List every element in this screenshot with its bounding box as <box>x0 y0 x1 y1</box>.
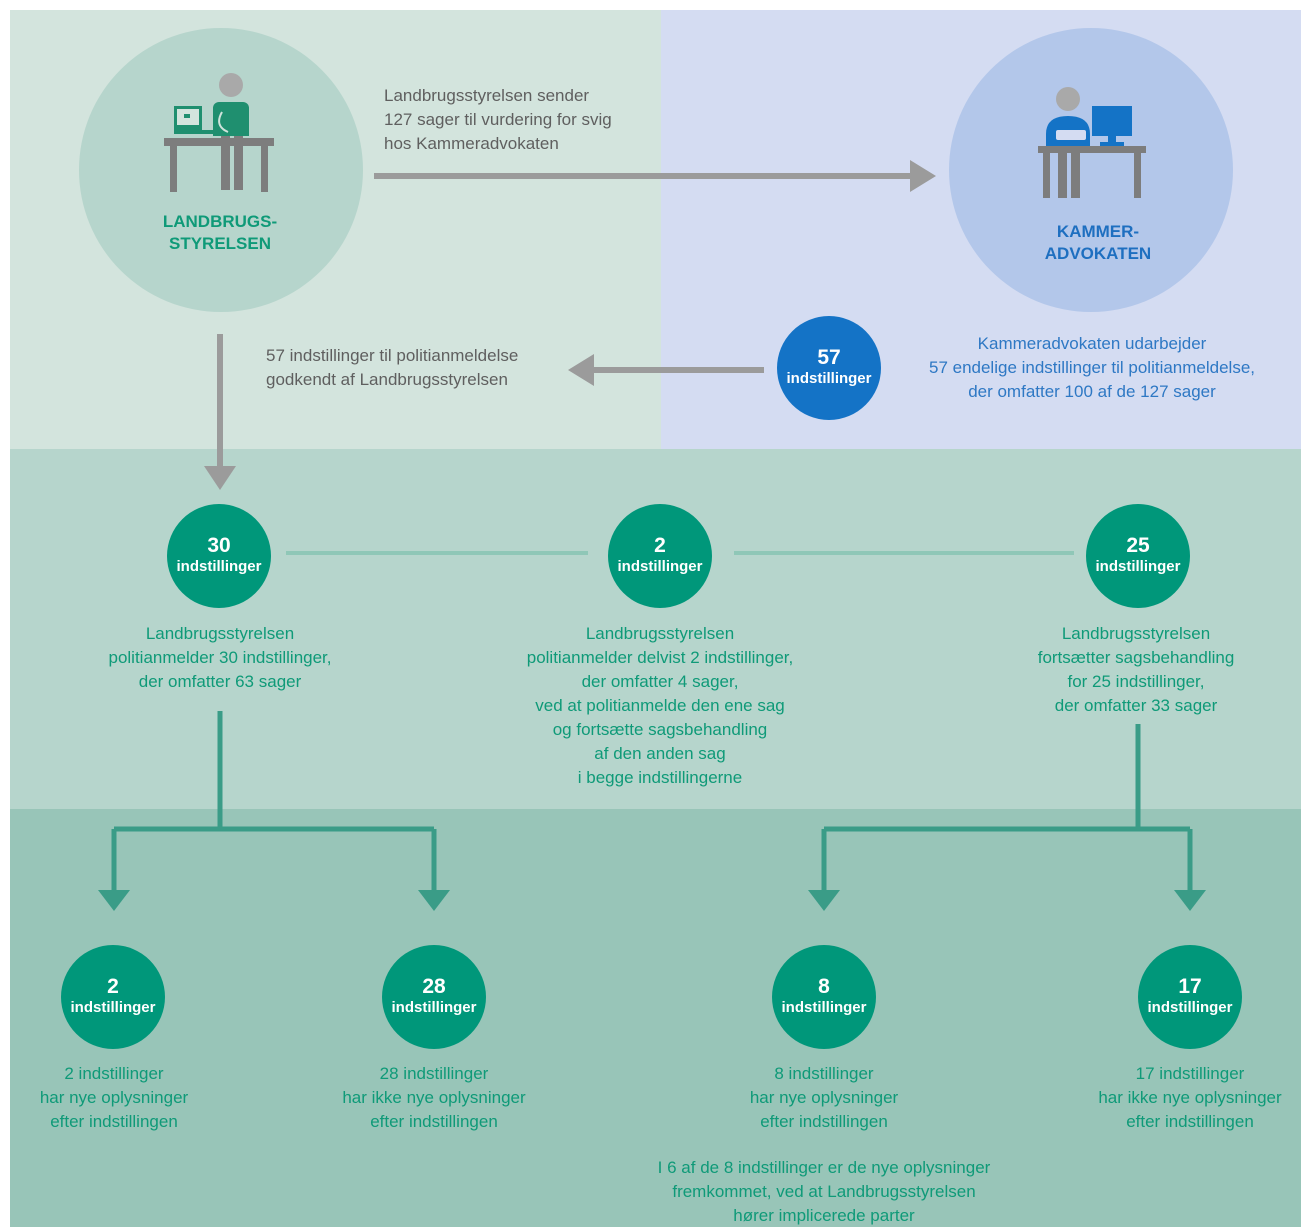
decision-text-2: Landbrugsstyrelsen politianmelder delvis… <box>526 624 794 787</box>
kammeradvokaten-text: Kammeradvokaten udarbejder 57 endelige i… <box>928 334 1256 401</box>
arrowhead-to-28 <box>418 890 450 911</box>
badge-value: 25 <box>1126 534 1150 557</box>
badge-unit: indstillinger <box>617 558 703 575</box>
branch-right <box>821 724 1193 890</box>
kammeradvokaten-label: KAMMER- ADVOKATEN <box>1044 222 1152 263</box>
decision-text-30: Landbrugsstyrelsen politianmelder 30 ind… <box>108 624 332 691</box>
arrowhead-to-17 <box>1174 890 1206 911</box>
arrowhead-to-8 <box>808 890 840 911</box>
decision-badge-30: 30 indstillinger <box>167 504 271 608</box>
badge-value: 57 <box>817 346 841 369</box>
outcome-badge-2: 2 indstillinger <box>61 945 165 1049</box>
badge-unit: indstillinger <box>781 999 867 1016</box>
badge-value: 17 <box>1178 975 1202 998</box>
outcome-badge-17: 17 indstillinger <box>1138 945 1242 1049</box>
outcome-text-2: 2 indstillinger har nye oplysninger efte… <box>39 1064 189 1131</box>
kammeradvokaten-circle <box>949 28 1233 312</box>
badge-value: 2 <box>654 534 666 557</box>
arrowhead-return <box>568 354 594 386</box>
approved-recommendations-text: 57 indstillinger til politianmeldelse go… <box>266 346 519 389</box>
footnote-text: I 6 af de 8 indstillinger er de nye oply… <box>657 1158 991 1225</box>
send-cases-text: Landbrugsstyrelsen sender 127 sager til … <box>384 86 612 153</box>
outcome-badge-28: 28 indstillinger <box>382 945 486 1049</box>
outcome-text-17: 17 indstillinger har ikke nye oplysninge… <box>1098 1064 1282 1131</box>
decision-badge-25: 25 indstillinger <box>1086 504 1190 608</box>
badge-unit: indstillinger <box>786 370 872 387</box>
person-at-laptop-desk-icon <box>164 73 274 192</box>
landbrugsstyrelsen-label: LANDBRUGS- STYRELSEN <box>162 212 278 253</box>
kammeradvokaten-badge: 57 indstillinger <box>777 316 881 420</box>
badge-unit: indstillinger <box>176 558 262 575</box>
branch-left <box>111 711 437 890</box>
badge-value: 8 <box>818 975 830 998</box>
outcome-text-8: 8 indstillinger har nye oplysninger efte… <box>749 1064 899 1131</box>
outcome-text-28: 28 indstillinger har ikke nye oplysninge… <box>342 1064 526 1131</box>
badge-unit: indstillinger <box>1095 558 1181 575</box>
arrowhead-down <box>204 466 236 490</box>
arrowhead-send <box>910 160 936 192</box>
decision-badge-2: 2 indstillinger <box>608 504 712 608</box>
badge-value: 28 <box>422 975 446 998</box>
decision-text-25: Landbrugsstyrelsen fortsætter sagsbehand… <box>1037 624 1235 715</box>
badge-value: 2 <box>107 975 119 998</box>
panel-outcomes <box>10 809 1301 1227</box>
badge-unit: indstillinger <box>70 999 156 1016</box>
badge-unit: indstillinger <box>391 999 477 1016</box>
arrowhead-to-2 <box>98 890 130 911</box>
badge-unit: indstillinger <box>1147 999 1233 1016</box>
person-at-computer-desk-icon <box>1038 87 1146 198</box>
outcome-badge-8: 8 indstillinger <box>772 945 876 1049</box>
badge-value: 30 <box>207 534 231 557</box>
